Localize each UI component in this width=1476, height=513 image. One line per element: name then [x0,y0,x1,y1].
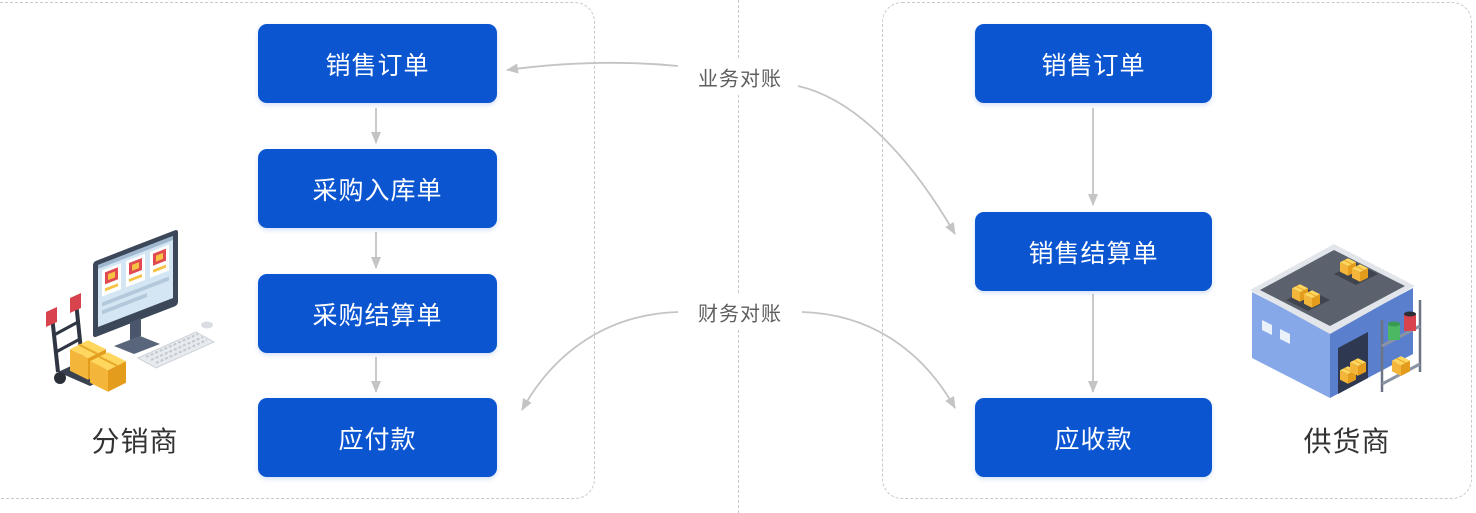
hand-truck-handle [46,307,57,327]
supplier-step-sales-order: 销售订单 [975,24,1212,103]
distributor-step-accounts-payable: 应付款 [258,398,497,477]
jar-lid [1388,321,1400,327]
product-box-icon [156,252,163,262]
distributor-step-purchase-settlement: 采购结算单 [258,274,497,353]
finance-reconciliation-label: 财务对账 [690,294,790,330]
monitor-stand [130,318,141,340]
warehouse-roof [1260,250,1405,326]
screen-text-line [102,293,147,315]
warehouse-window [1280,329,1290,344]
hand-truck-crossbar [55,337,81,354]
screen-text-line [102,276,169,307]
keyboard-keys [155,339,208,364]
hand-truck-crossbar [53,320,79,337]
jar-lid [1404,311,1416,317]
keyboard-keys [145,333,199,358]
finance-reconciliation-arrow-left [521,311,679,411]
screen-header-bar [98,235,173,270]
jar-icon [1404,314,1416,331]
jar-icon [1388,324,1400,340]
hand-truck-wheel [54,372,66,384]
business-reconciliation-label: 业务对账 [690,59,790,95]
mouse [201,321,213,329]
warehouse-wall-left [1252,292,1330,398]
monitor [93,229,178,338]
product-box-icon [132,262,139,271]
hand-truck-handle [70,293,81,313]
distributor-panel [0,2,595,499]
product-box-icon [108,271,115,281]
warehouse-window [1262,320,1272,335]
product-price-bar [153,264,166,273]
warehouse-illustration [1250,244,1422,398]
product-price-bar [105,283,118,292]
distributor-label: 分销商 [91,425,179,458]
business-reconciliation-arrow-right [797,85,956,235]
distributor-step-sales-order: 销售订单 [258,24,497,103]
distributor-step-purchase-receipt: 采购入库单 [258,149,497,228]
supplier-step-accounts-receivable: 应收款 [975,398,1212,477]
supplier-panel [882,2,1472,499]
storage-shelf [1380,300,1422,392]
keyboard-keys [150,336,204,361]
product-price-bar [129,273,142,283]
business-reconciliation-arrow-left [506,61,679,74]
supplier-step-sales-settlement: 销售结算单 [975,212,1212,291]
hand-truck-bar [50,315,60,373]
monitor-base [114,336,160,354]
supplier-label: 供货商 [1303,425,1391,458]
finance-reconciliation-arrow-right [801,311,956,409]
center-divider [738,0,739,513]
computer-hand-truck-illustration [46,229,216,392]
